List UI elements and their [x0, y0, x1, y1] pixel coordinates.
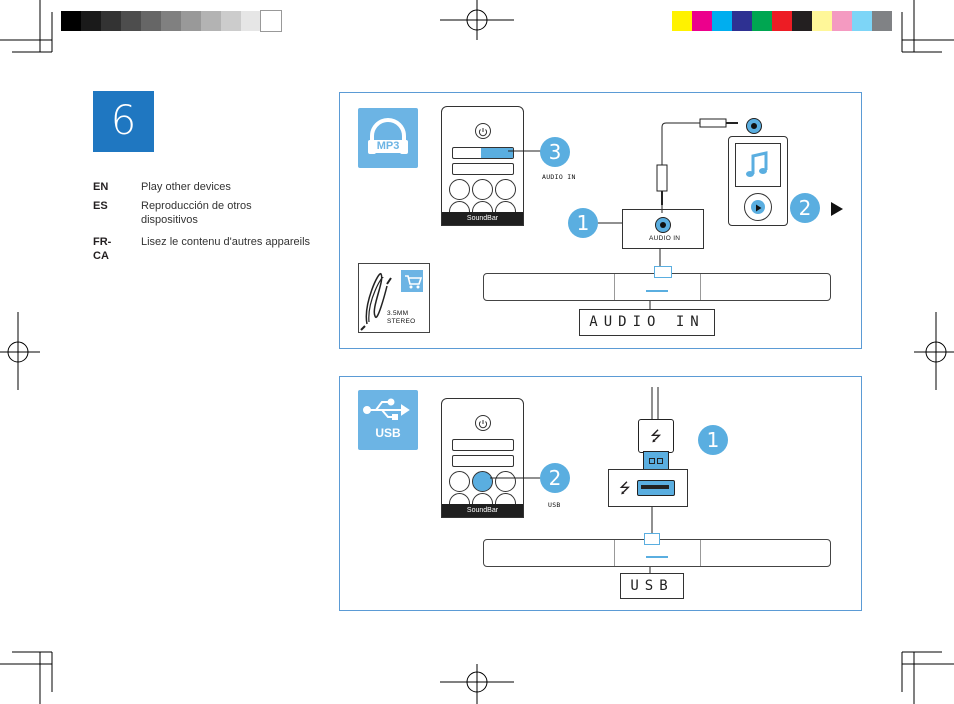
color-swatch	[121, 11, 141, 31]
audio-in-jack-panel: AUDIO IN	[622, 209, 704, 249]
remote-round-button[interactable]	[472, 179, 493, 200]
music-note-icon	[746, 151, 768, 177]
play-button[interactable]	[751, 200, 765, 214]
cable-label-line2: STEREO	[387, 318, 416, 325]
color-swatch	[61, 11, 81, 31]
audio-in-jack-icon[interactable]	[655, 217, 671, 233]
mp3-player-device	[728, 136, 788, 226]
color-swatch	[101, 11, 121, 31]
color-swatch	[772, 11, 792, 31]
remote-round-button[interactable]	[495, 179, 516, 200]
step-callout-2: 2	[540, 463, 570, 493]
play-arrow-icon	[831, 202, 843, 216]
remote-round-button[interactable]	[449, 471, 470, 492]
coiled-cable-icon	[360, 273, 392, 331]
color-swatch	[672, 11, 692, 31]
color-swatch	[852, 11, 872, 31]
color-swatch	[181, 11, 201, 31]
audio-cable-box: 3.5MM STEREO	[358, 263, 430, 333]
source-button[interactable]	[452, 455, 514, 467]
power-button[interactable]	[475, 415, 491, 431]
usb-key-label: USB	[548, 501, 561, 509]
language-code: EN	[93, 181, 109, 193]
player-wheel[interactable]	[744, 193, 772, 221]
usb-source-tile: USB	[358, 390, 418, 450]
remote-round-button[interactable]	[495, 471, 516, 492]
player-screen	[735, 143, 781, 187]
soundbar-device	[483, 533, 831, 567]
language-code: FR-CA	[93, 236, 112, 262]
usb-port[interactable]	[637, 480, 675, 496]
usb-symbol-icon: ⭍	[619, 481, 631, 497]
usb-source-button[interactable]	[472, 471, 493, 492]
color-swatch	[712, 11, 732, 31]
soundbar-input-indicator	[654, 266, 672, 278]
step-callout-2: 2	[790, 193, 820, 223]
remote-brand-label: SoundBar	[442, 504, 523, 517]
soundbar-input-indicator	[644, 533, 660, 545]
audio-in-jack-label: AUDIO IN	[649, 235, 681, 242]
connector-lines	[508, 118, 738, 310]
color-swatch	[692, 11, 712, 31]
color-swatch	[732, 11, 752, 31]
color-swatch	[161, 11, 181, 31]
language-text: Lisez le contenu d'autres appareils	[141, 236, 311, 248]
power-button[interactable]	[475, 123, 491, 139]
source-button[interactable]	[452, 163, 514, 175]
color-swatch	[752, 11, 772, 31]
step-callout-3: 3	[540, 137, 570, 167]
remote-round-button[interactable]	[449, 179, 470, 200]
soundbar-display-readout: USB	[620, 573, 684, 599]
soundbar-display-readout: AUDIO IN	[579, 309, 715, 336]
language-text: Play other devices	[141, 181, 231, 193]
remote-control: SoundBar	[441, 398, 524, 518]
color-swatch	[221, 11, 241, 31]
color-swatch	[872, 11, 892, 31]
mp3-tile-label: MP3	[376, 140, 400, 152]
usb-port-panel: ⭍	[608, 469, 688, 507]
step-callout-1: 1	[698, 425, 728, 455]
soundbar-device	[483, 266, 831, 301]
cable-label-line1: 3.5MM	[387, 310, 409, 317]
language-code: ES	[93, 200, 108, 212]
audio-jack-icon	[746, 118, 762, 134]
color-swatch	[260, 10, 282, 32]
mp3-source-tile: MP3	[358, 108, 418, 168]
color-swatch	[812, 11, 832, 31]
step-number-badge: 6	[93, 91, 154, 152]
connector-lines	[490, 387, 659, 573]
usb-plug: ⭍	[638, 419, 674, 453]
color-swatch	[81, 11, 101, 31]
audio-in-button[interactable]	[452, 439, 514, 451]
color-swatch	[832, 11, 852, 31]
step-callout-1: 1	[568, 208, 598, 238]
color-swatch	[241, 11, 261, 31]
soundbar-display-window	[646, 290, 668, 292]
mp3-audio-in-panel: MP3 3.5MM STEREO SoundBar	[339, 92, 862, 349]
audio-in-button[interactable]	[452, 147, 514, 159]
audio-in-key-label: AUDIO IN	[542, 173, 576, 181]
remote-brand-label: SoundBar	[442, 212, 523, 225]
color-swatch	[201, 11, 221, 31]
usb-panel: USB SoundBar ⭍ 1 ⭍	[339, 376, 862, 611]
shopping-cart-icon	[401, 270, 423, 292]
soundbar-display-window	[646, 556, 668, 558]
usb-icon	[363, 398, 410, 420]
usb-symbol-icon: ⭍	[650, 429, 662, 445]
language-text: Reproducción de otros dispositivos	[141, 200, 252, 226]
color-swatch	[792, 11, 812, 31]
usb-tile-label: USB	[375, 426, 401, 440]
remote-control: SoundBar	[441, 106, 524, 226]
color-swatch	[141, 11, 161, 31]
